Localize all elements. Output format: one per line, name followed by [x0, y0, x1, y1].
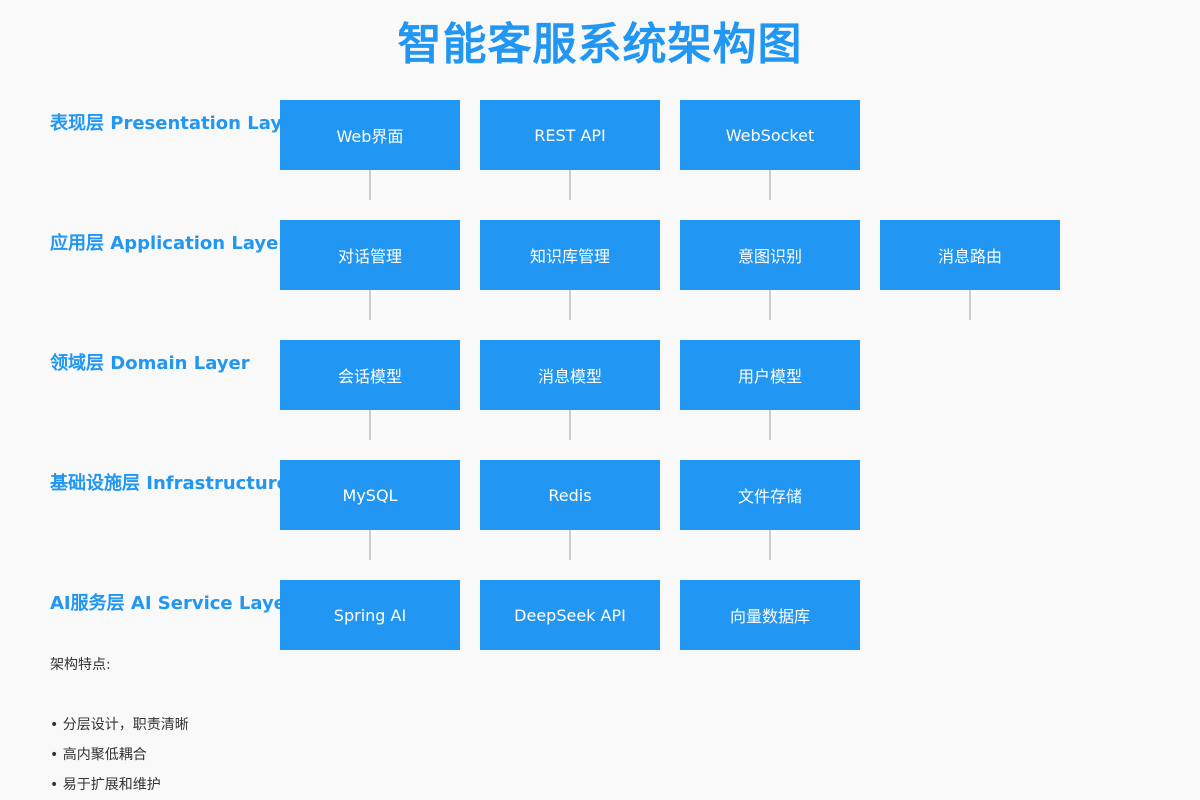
connector [769, 530, 771, 560]
connector [369, 410, 371, 440]
note-text: 分层设计，职责清晰 [62, 717, 189, 733]
connector [569, 530, 571, 560]
component-session-model: 会话模型 [280, 340, 460, 410]
component-dialog-management: 对话管理 [280, 220, 460, 290]
component-knowledge-base-management: 知识库管理 [480, 220, 660, 290]
connector [569, 290, 571, 320]
component-mysql: MySQL [280, 460, 460, 530]
layer-label-domain: 领域层 Domain Layer [50, 353, 250, 374]
component-vector-database: 向量数据库 [680, 580, 860, 650]
note-item: • 易于扩展和维护 [50, 777, 161, 793]
connector [769, 410, 771, 440]
note-text: 高内聚低耦合 [62, 747, 147, 763]
connector [569, 170, 571, 200]
component-redis: Redis [480, 460, 660, 530]
layer-label-ai-service: AI服务层 AI Service Layer [50, 593, 295, 614]
connector [369, 170, 371, 200]
layer-label-presentation: 表现层 Presentation Layer [50, 113, 304, 134]
connector [769, 170, 771, 200]
connector [969, 290, 971, 320]
notes-heading: 架构特点: [50, 657, 111, 673]
component-intent-recognition: 意图识别 [680, 220, 860, 290]
layer-label-application: 应用层 Application Layer [50, 233, 288, 254]
component-file-storage: 文件存储 [680, 460, 860, 530]
component-user-model: 用户模型 [680, 340, 860, 410]
connector [569, 410, 571, 440]
connector [369, 530, 371, 560]
note-item: • 高内聚低耦合 [50, 747, 147, 763]
layer-label-infrastructure: 基础设施层 Infrastructure Layer [50, 473, 351, 494]
component-message-routing: 消息路由 [880, 220, 1060, 290]
component-websocket: WebSocket [680, 100, 860, 170]
connector [369, 290, 371, 320]
note-item: • 分层设计，职责清晰 [50, 717, 189, 733]
component-deepseek-api: DeepSeek API [480, 580, 660, 650]
diagram-title: 智能客服系统架构图 [397, 19, 803, 70]
component-spring-ai: Spring AI [280, 580, 460, 650]
connector [769, 290, 771, 320]
component-web-ui: Web界面 [280, 100, 460, 170]
component-rest-api: REST API [480, 100, 660, 170]
component-message-model: 消息模型 [480, 340, 660, 410]
note-text: 易于扩展和维护 [62, 777, 161, 793]
